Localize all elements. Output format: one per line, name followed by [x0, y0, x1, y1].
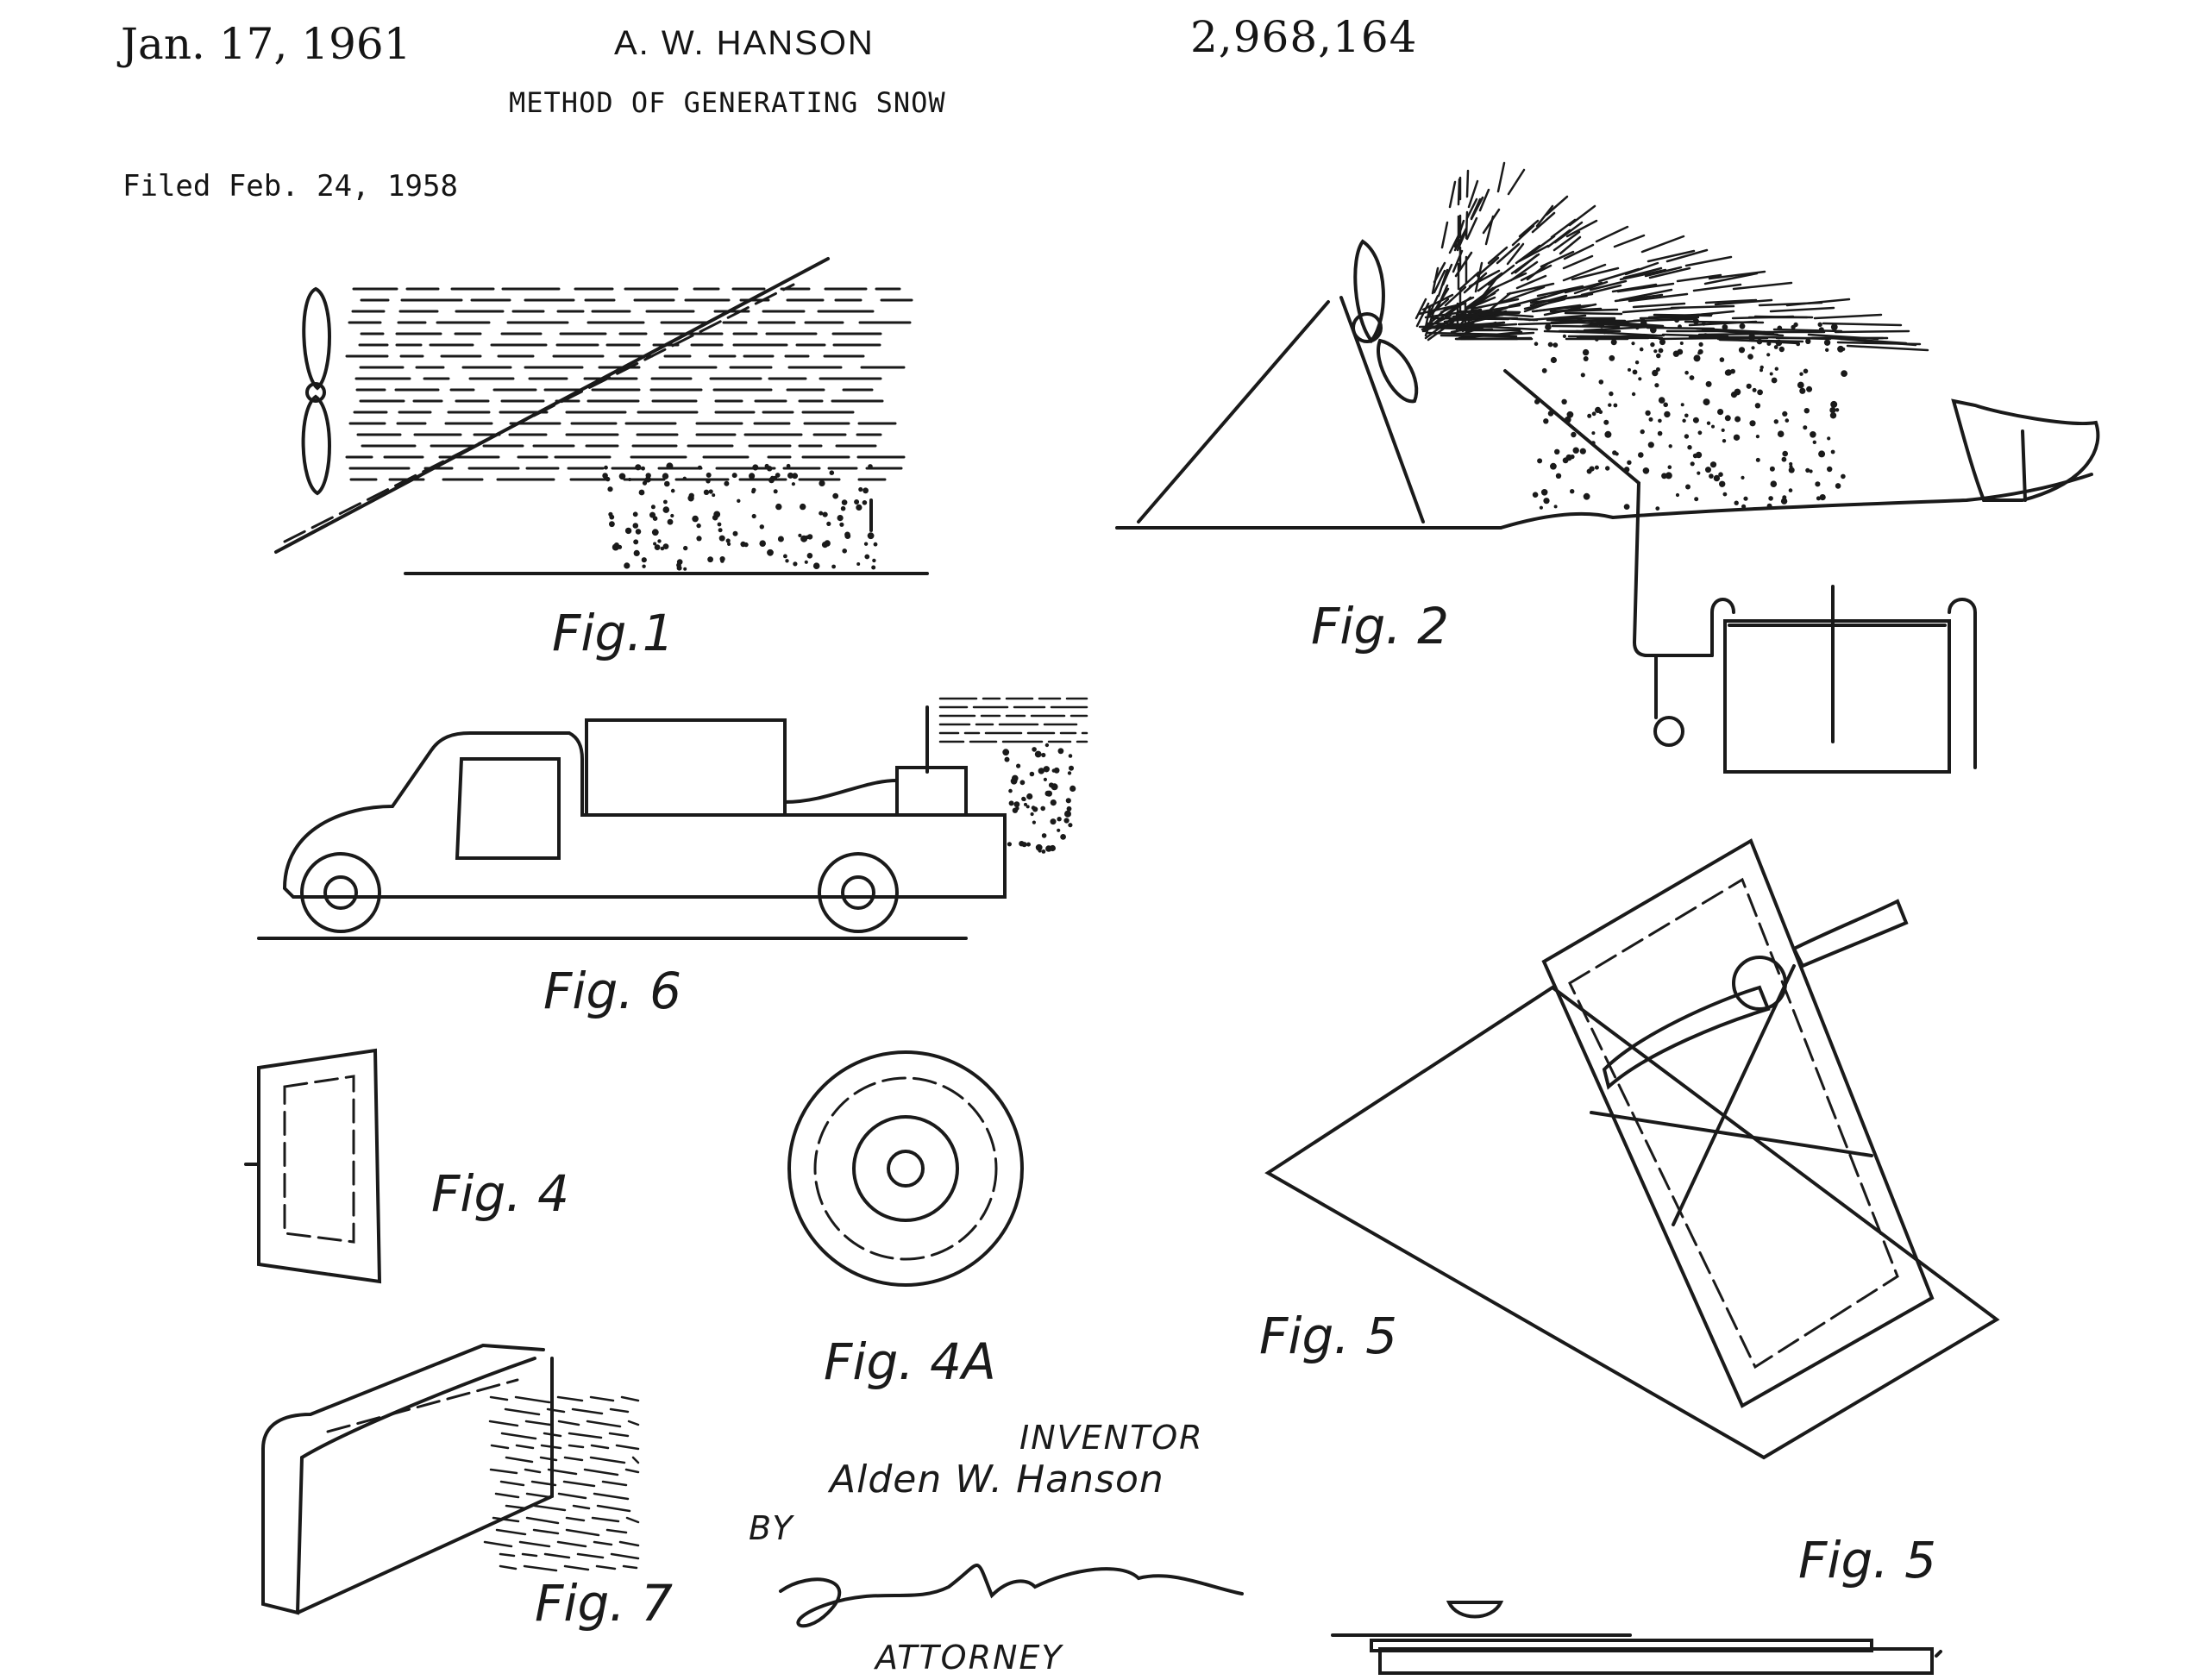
- fig6-drawing: [257, 697, 1088, 940]
- fig5-caption: Fig. 5: [1259, 1307, 1398, 1365]
- fig2-caption: Fig. 2: [1311, 597, 1450, 655]
- fig4-drawing: [244, 1048, 382, 1284]
- fig1-drawing: [274, 257, 929, 575]
- fig7-caption: Fig. 7: [535, 1574, 674, 1633]
- fig6-caption: Fig. 6: [543, 962, 682, 1020]
- by-label: BY: [749, 1509, 794, 1547]
- fig1-caption: Fig.1: [552, 604, 674, 662]
- attorney-label: ATTORNEY: [875, 1639, 1063, 1677]
- filed-date: Filed Feb. 24, 1958: [122, 169, 458, 204]
- inventor-name: Alden W. Hanson: [830, 1457, 1164, 1501]
- patent-date: Jan. 17, 1961: [121, 19, 411, 69]
- fig4-caption: Fig. 4: [431, 1164, 570, 1223]
- inventor-label: INVENTOR: [1019, 1419, 1204, 1457]
- attorney-signature: [779, 1564, 1244, 1628]
- fig7-drawing: [261, 1343, 640, 1615]
- fig4a-drawing: [787, 1050, 1024, 1287]
- fig5-drawing: [1264, 838, 2000, 1460]
- fig4a-caption: Fig. 4A: [824, 1332, 996, 1391]
- patent-title: METHOD OF GENERATING SNOW: [509, 86, 946, 119]
- fig5-bottom-caption: Fig. 5: [1798, 1531, 1937, 1589]
- inventor-header: A. W. HANSON: [614, 24, 875, 62]
- patent-number: 2,968,164: [1190, 12, 1418, 62]
- fig5b-drawing: [1331, 1601, 1942, 1675]
- fig2-drawing: [1115, 161, 2100, 774]
